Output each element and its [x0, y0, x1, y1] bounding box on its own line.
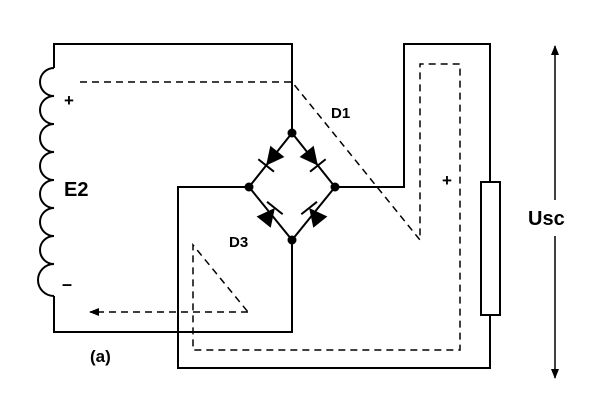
diode-d1-symbol — [299, 145, 327, 173]
figure-caption: (a) — [90, 347, 111, 366]
source-label: E2 — [64, 179, 88, 201]
bridge-node-bottom — [287, 235, 297, 245]
output-voltage-label: Usc — [528, 208, 565, 230]
diode-d3-label: D3 — [229, 234, 248, 251]
load-resistor — [480, 181, 501, 316]
transformer-coil — [37, 67, 55, 297]
bridge-rectifier — [247, 131, 337, 242]
diode-d4-symbol — [257, 145, 285, 173]
diode-d1-label: D1 — [331, 105, 350, 122]
current-path-forward — [80, 63, 461, 351]
diode-d2-symbol — [300, 201, 328, 228]
wire-bottom-source — [53, 240, 293, 333]
diode-d3-symbol — [256, 201, 284, 228]
wire-top-source — [53, 43, 293, 133]
bridge-node-top — [287, 128, 297, 138]
wire-output-negative — [177, 186, 491, 369]
source-minus-label: – — [62, 274, 72, 294]
source-plus-label: + — [64, 91, 74, 110]
load-plus-label: + — [442, 171, 452, 190]
wire-output-positive — [335, 43, 491, 188]
